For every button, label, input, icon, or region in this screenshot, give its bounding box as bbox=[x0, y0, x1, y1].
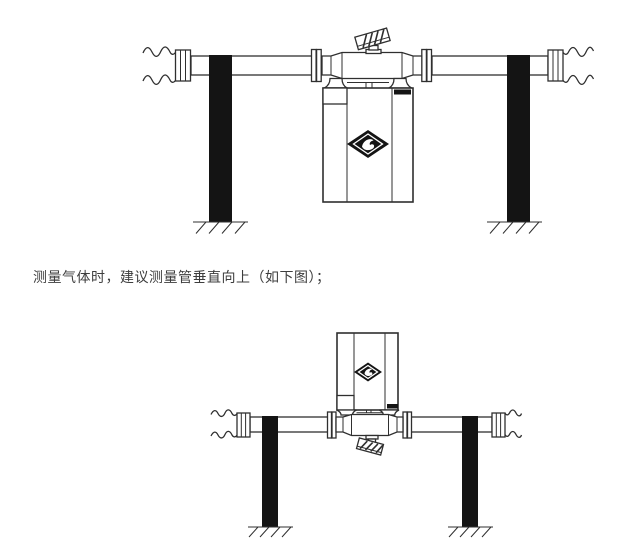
case-junction-box bbox=[322, 87, 348, 105]
support-column-right bbox=[507, 55, 530, 222]
transmitter-head bbox=[355, 434, 385, 456]
meter-legs bbox=[336, 409, 400, 416]
diagram-flowmeter-tube-up bbox=[210, 332, 523, 538]
nameplate bbox=[394, 89, 411, 95]
ground-hatch-right bbox=[487, 221, 542, 234]
meter-body bbox=[321, 51, 423, 80]
ground-hatch-left bbox=[193, 221, 248, 234]
pipe-break-symbol-right bbox=[562, 46, 595, 86]
caption-text: 测量气体时，建议测量管垂直向上（如下图）； bbox=[33, 269, 331, 285]
support-column-left bbox=[209, 55, 232, 222]
pipe-end-flange-right bbox=[491, 412, 506, 438]
diagram-flowmeter-tube-down bbox=[142, 27, 595, 234]
sensor-case bbox=[322, 87, 414, 203]
meter-body bbox=[335, 413, 404, 437]
pipe-end-flange-left bbox=[174, 49, 192, 82]
ground-hatch-right bbox=[448, 526, 493, 538]
support-column-left bbox=[262, 416, 278, 527]
pipe-end-flange-left bbox=[236, 412, 251, 438]
pipe-end-flange-right bbox=[547, 49, 564, 82]
brand-diamond-logo-icon bbox=[354, 362, 382, 382]
pipe-break-symbol-right bbox=[504, 409, 523, 439]
ground-hatch-left bbox=[248, 526, 293, 538]
case-junction-box bbox=[336, 394, 355, 411]
nameplate bbox=[387, 404, 398, 409]
transmitter-head bbox=[354, 27, 391, 55]
pipe-break-symbol-left bbox=[142, 46, 177, 86]
brand-diamond-logo-icon bbox=[347, 130, 389, 158]
support-column-right bbox=[462, 416, 478, 527]
meter-legs bbox=[322, 77, 414, 89]
pipe-break-symbol-left bbox=[210, 409, 238, 439]
meter-flanges bbox=[326, 411, 413, 439]
